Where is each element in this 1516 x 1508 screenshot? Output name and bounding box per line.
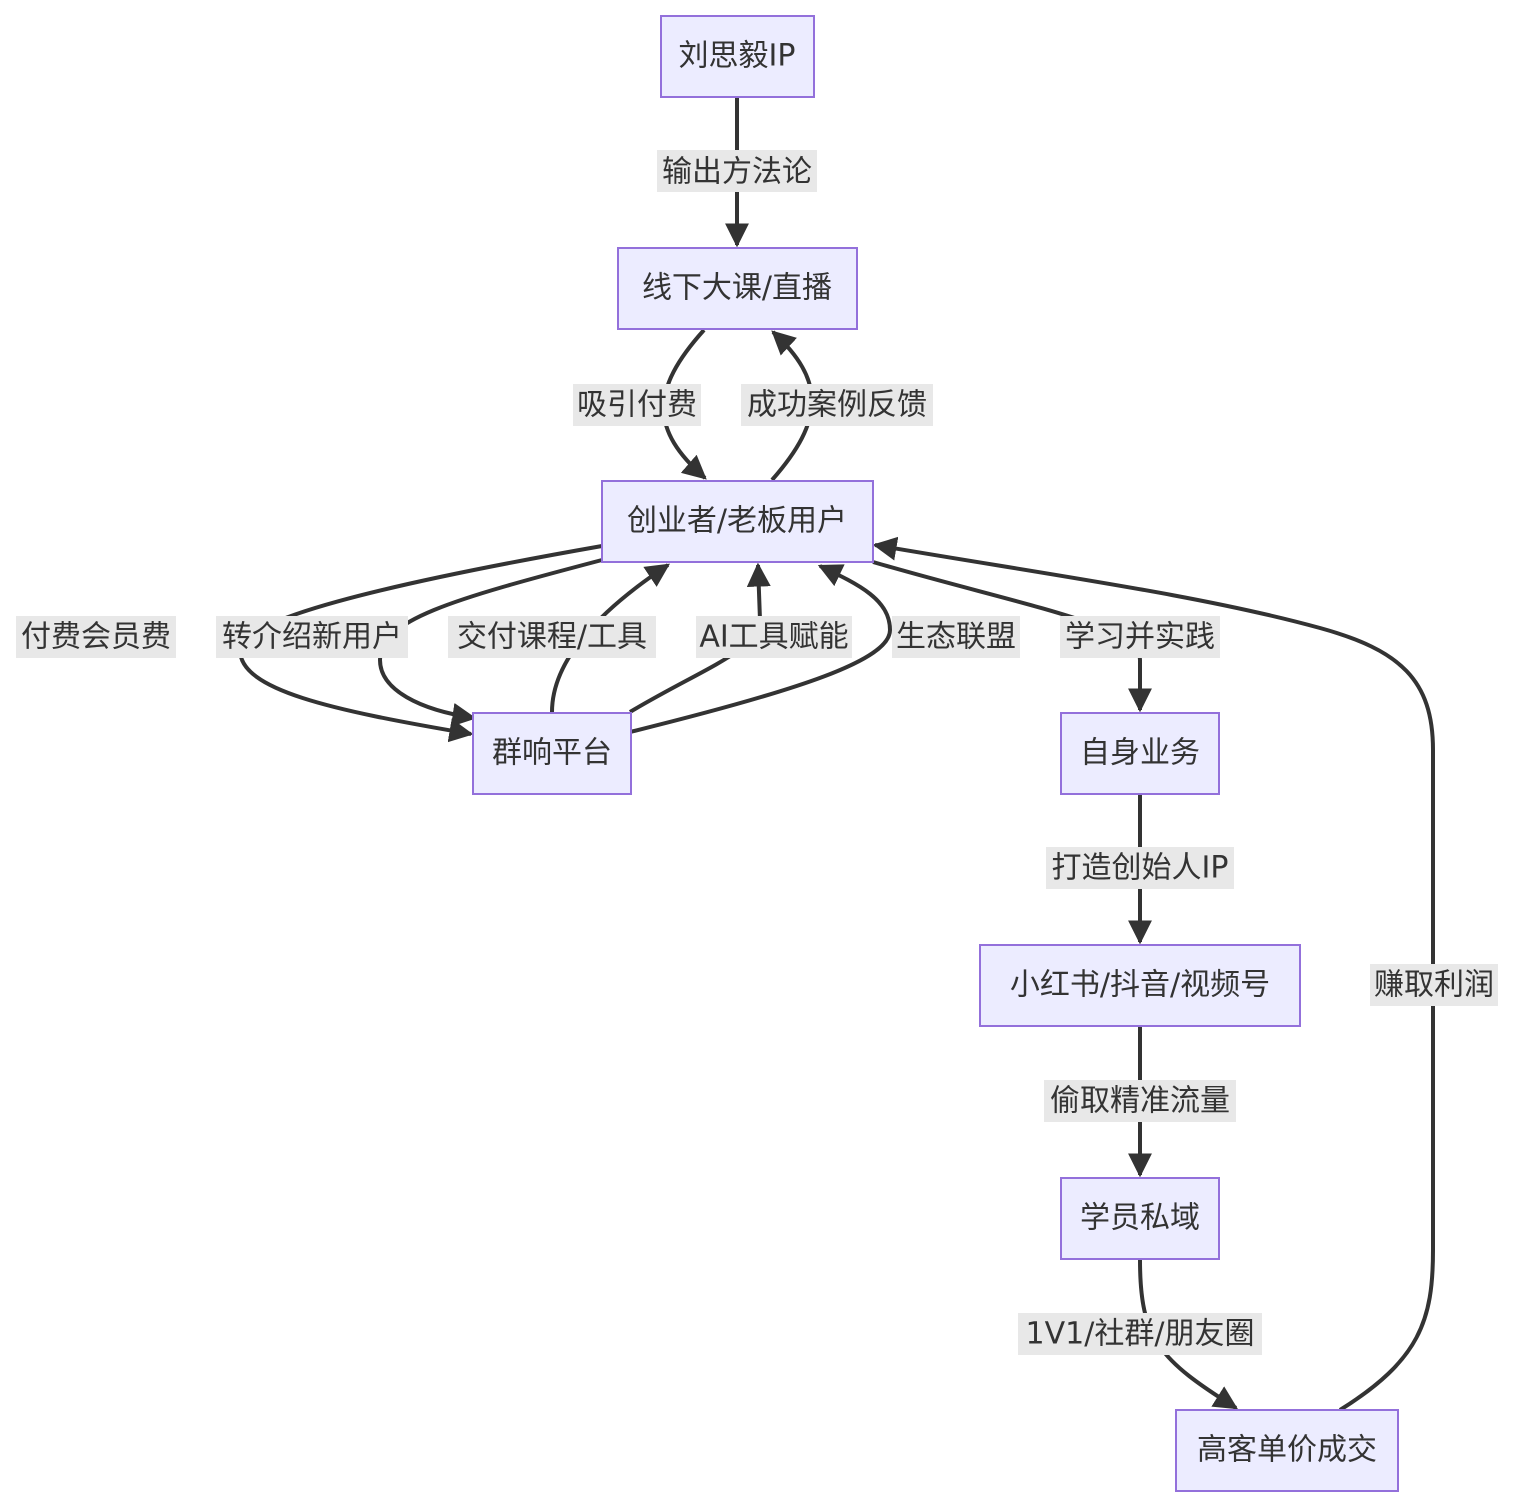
node-own-business: 自身业务 xyxy=(1060,712,1220,795)
svg-text:赚取利润: 赚取利润 xyxy=(1374,968,1494,1003)
edge-label-earn-profit: 赚取利润 xyxy=(1370,964,1498,1006)
edge-label-ecosystem: 生态联盟 xyxy=(892,616,1020,658)
svg-text:1V1/社群/朋友圈: 1V1/社群/朋友圈 xyxy=(1026,1317,1255,1352)
svg-text:线下大课/直播: 线下大课/直播 xyxy=(642,271,832,306)
node-high-ticket-deal: 高客单价成交 xyxy=(1175,1409,1399,1492)
node-qunxiang-platform: 群响平台 xyxy=(472,712,632,795)
edge-label-attract-paying: 吸引付费 xyxy=(573,384,701,426)
svg-text:高客单价成交: 高客单价成交 xyxy=(1197,1433,1377,1468)
svg-text:自身业务: 自身业务 xyxy=(1080,736,1200,771)
edge-label-steal-traffic: 偷取精准流量 xyxy=(1044,1080,1236,1122)
svg-text:吸引付费: 吸引付费 xyxy=(577,388,697,423)
edge-label-learn-practice: 学习并实践 xyxy=(1060,616,1220,658)
svg-text:成功案例反馈: 成功案例反馈 xyxy=(747,388,927,423)
svg-text:群响平台: 群响平台 xyxy=(492,736,612,771)
svg-text:AI工具赋能: AI工具赋能 xyxy=(699,620,848,655)
svg-text:偷取精准流量: 偷取精准流量 xyxy=(1050,1084,1230,1119)
svg-text:生态联盟: 生态联盟 xyxy=(896,620,1016,655)
node-offline-course: 线下大课/直播 xyxy=(617,247,858,330)
edge-label-referral: 转介绍新用户 xyxy=(216,616,408,658)
svg-text:学员私域: 学员私域 xyxy=(1080,1201,1200,1236)
edge-label-build-founder-ip: 打造创始人IP xyxy=(1046,847,1234,889)
edge-label-membership-fee: 付费会员费 xyxy=(16,616,176,658)
edge-platform-to-users-alliance xyxy=(629,564,893,734)
edge-label-deliver-courses: 交付课程/工具 xyxy=(448,616,656,658)
svg-text:小红书/抖音/视频号: 小红书/抖音/视频号 xyxy=(1010,968,1270,1003)
svg-text:创业者/老板用户: 创业者/老板用户 xyxy=(627,504,847,539)
edge-label-ai-tools: AI工具赋能 xyxy=(696,616,852,658)
node-social-channels: 小红书/抖音/视频号 xyxy=(979,944,1301,1027)
svg-text:交付课程/工具: 交付课程/工具 xyxy=(457,620,647,655)
edge-deal-to-users xyxy=(872,536,1435,1412)
svg-text:刘思毅IP: 刘思毅IP xyxy=(679,39,796,74)
edge-label-success-feedback: 成功案例反馈 xyxy=(741,384,933,426)
svg-text:输出方法论: 输出方法论 xyxy=(662,155,812,190)
node-founder-users: 创业者/老板用户 xyxy=(601,480,874,563)
edge-label-output-method: 输出方法论 xyxy=(657,150,817,192)
node-student-private: 学员私域 xyxy=(1060,1177,1220,1260)
svg-text:付费会员费: 付费会员费 xyxy=(21,620,171,655)
svg-text:转介绍新用户: 转介绍新用户 xyxy=(222,620,402,655)
edge-label-one-on-one: 1V1/社群/朋友圈 xyxy=(1018,1313,1262,1355)
svg-text:打造创始人IP: 打造创始人IP xyxy=(1052,851,1229,886)
node-liusiyi-ip: 刘思毅IP xyxy=(660,15,815,98)
svg-text:学习并实践: 学习并实践 xyxy=(1065,620,1215,655)
